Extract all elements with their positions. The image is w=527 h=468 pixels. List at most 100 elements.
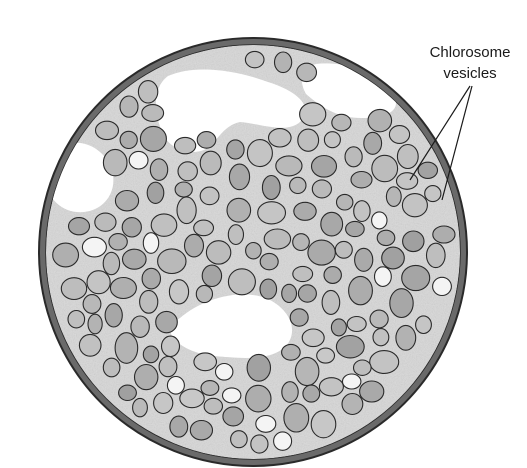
vesicle	[229, 164, 249, 190]
vesicle	[360, 381, 384, 402]
vesicle	[204, 398, 222, 414]
vesicle	[298, 129, 319, 151]
vesicle	[276, 156, 302, 176]
vesicle	[133, 398, 148, 416]
vesicle	[258, 202, 286, 224]
vesicle	[105, 304, 122, 327]
vesicle	[131, 316, 149, 337]
vesicle	[197, 132, 216, 149]
vesicle	[332, 114, 351, 131]
vesicle	[368, 109, 392, 131]
callout-label-line2: vesicles	[443, 65, 496, 82]
vesicle	[129, 151, 148, 169]
vesicle	[319, 378, 343, 396]
vesicle	[119, 385, 137, 400]
cytoplasm	[45, 45, 460, 459]
vesicle	[61, 278, 86, 300]
vesicle	[260, 253, 278, 269]
vesicle	[246, 243, 262, 259]
vesicle	[260, 279, 277, 299]
vesicle	[336, 336, 364, 358]
vesicle	[103, 358, 120, 377]
vesicle	[300, 103, 326, 126]
vesicle	[297, 63, 317, 81]
vesicle	[158, 249, 186, 274]
vesicle	[364, 132, 382, 154]
vesicle	[354, 201, 370, 222]
vesicle	[151, 214, 177, 236]
vesicle	[120, 131, 137, 148]
vesicle	[200, 187, 219, 205]
vesicle	[397, 173, 418, 190]
vesicle	[227, 198, 251, 222]
vesicle	[142, 105, 164, 122]
vesicle	[115, 333, 138, 364]
vesicle	[416, 316, 432, 334]
vesicle	[343, 374, 361, 389]
vesicle	[389, 126, 409, 144]
vesicle	[147, 182, 164, 203]
vesicle	[140, 290, 158, 313]
vesicle	[274, 432, 292, 450]
vesicle	[433, 226, 455, 243]
vesicle	[264, 229, 290, 249]
vesicle	[427, 243, 446, 267]
vesicle	[206, 241, 230, 264]
vesicle	[68, 311, 85, 328]
vesicle	[402, 194, 427, 217]
vesicle	[293, 266, 313, 281]
vesicle	[377, 230, 395, 245]
vesicle	[194, 353, 217, 371]
vesicle	[79, 334, 101, 356]
vesicle	[228, 269, 255, 295]
vesicle	[103, 149, 127, 175]
vesicle	[345, 147, 362, 167]
vesicle	[180, 389, 204, 408]
vesicle	[251, 435, 268, 453]
vesicle	[303, 385, 320, 402]
vesicle	[375, 267, 392, 287]
vesicle	[372, 212, 387, 229]
vesicle	[322, 290, 340, 314]
vesicle	[354, 360, 372, 375]
vesicle	[275, 52, 292, 73]
vesicle	[200, 151, 221, 175]
vesicle	[245, 51, 264, 67]
vesicle	[425, 186, 441, 202]
vesicle	[337, 194, 353, 210]
vesicle	[202, 265, 221, 286]
vesicle	[347, 317, 366, 332]
vesicle	[298, 285, 316, 302]
vesicle	[216, 364, 233, 381]
vesicle	[247, 354, 270, 381]
vesicle	[175, 137, 196, 153]
vesicle	[228, 225, 243, 245]
vesicle	[95, 213, 116, 231]
vesicle	[290, 177, 306, 193]
vesicle	[96, 121, 119, 139]
vesicle	[154, 393, 173, 414]
vesicle	[335, 241, 352, 258]
vesicle	[178, 162, 197, 181]
vesicle	[231, 431, 248, 448]
vesicle	[115, 191, 138, 211]
vesicle	[433, 277, 452, 295]
vesicle	[312, 180, 331, 198]
vesicle	[402, 265, 430, 290]
vesicle	[349, 276, 373, 304]
vesicle	[201, 381, 219, 396]
vesicle	[403, 231, 424, 252]
vesicle	[162, 336, 180, 356]
vesicle	[372, 155, 398, 181]
vesicle	[69, 218, 90, 235]
vesicle	[169, 280, 188, 304]
vesicle	[175, 182, 192, 197]
vesicle	[370, 310, 388, 328]
vesicle	[351, 172, 372, 188]
vesicle	[120, 96, 138, 117]
vesicle	[282, 344, 301, 360]
vesicle	[324, 267, 341, 284]
vesicle	[156, 311, 178, 332]
vesicle	[293, 234, 310, 251]
vesicle	[321, 212, 343, 236]
